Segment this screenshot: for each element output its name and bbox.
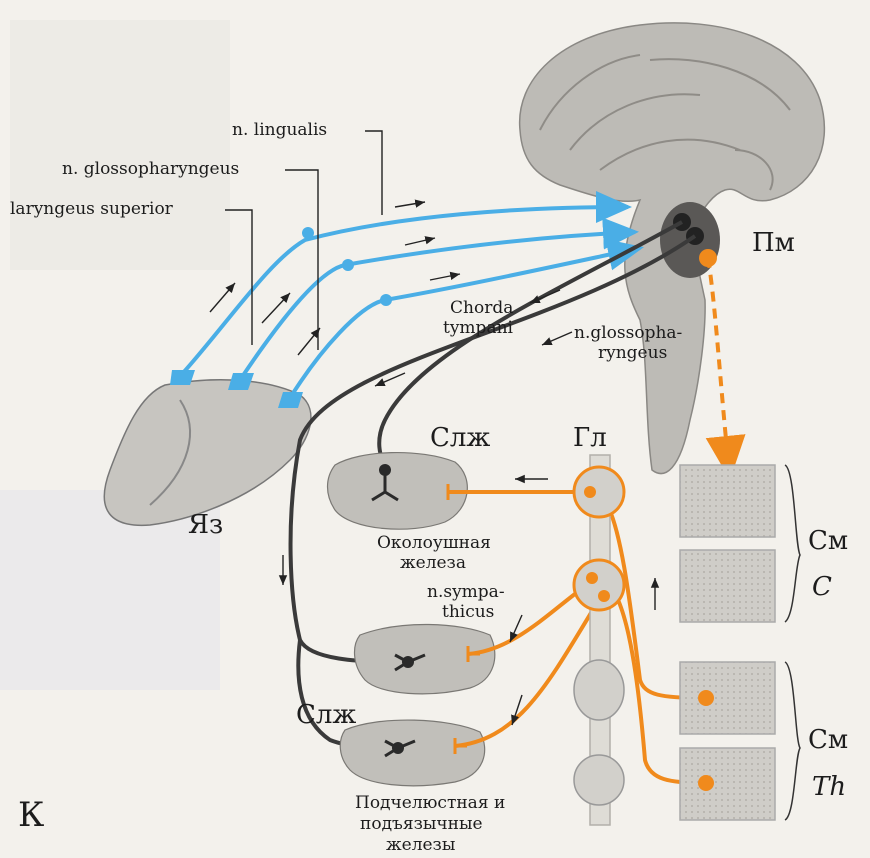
sublingual-gland: [340, 720, 484, 786]
label-glosso-1: n.glossopha-: [574, 323, 682, 343]
label-parotid-1: Околоушная: [377, 533, 491, 553]
label-sub-2: подъязычные: [360, 814, 483, 834]
label-chorda-1: Chorda: [450, 298, 513, 318]
label-symp-2: thicus: [442, 602, 494, 622]
label-c: C: [812, 572, 832, 602]
label-pm: Пм: [752, 228, 795, 258]
label-chorda-2: tympani: [443, 318, 513, 338]
label-yaz: Яз: [188, 510, 223, 540]
faded-background-patch: [10, 20, 230, 270]
label-sub-3: железы: [386, 835, 455, 855]
label-slzh-top: Слж: [430, 423, 490, 453]
label-laryngeus-superior: laryngeus superior: [10, 199, 173, 219]
label-gl: Гл: [573, 423, 607, 453]
label-glosso-2: ryngeus: [598, 343, 667, 363]
label-k: К: [18, 795, 44, 835]
label-slzh-bottom: Слж: [296, 700, 356, 730]
faded-background-patch: [0, 490, 220, 690]
label-parotid-2: железа: [400, 553, 466, 573]
label-th: Th: [812, 772, 846, 802]
label-n-lingualis: n. lingualis: [232, 120, 327, 140]
label-symp-1: n.sympa-: [427, 582, 505, 602]
spinal-cord-segments: [680, 465, 800, 820]
parotid-gland: [328, 453, 468, 530]
tongue: [104, 380, 311, 526]
label-sub-1: Подчелюстная и: [355, 793, 505, 813]
label-sm-c: См: [808, 526, 848, 556]
label-n-glossopharyngeus: n. glossopharyngeus: [62, 159, 239, 179]
submandibular-gland: [355, 624, 495, 693]
sympathetic-ganglion-chain: [574, 455, 624, 825]
label-sm-th: См: [808, 725, 848, 755]
